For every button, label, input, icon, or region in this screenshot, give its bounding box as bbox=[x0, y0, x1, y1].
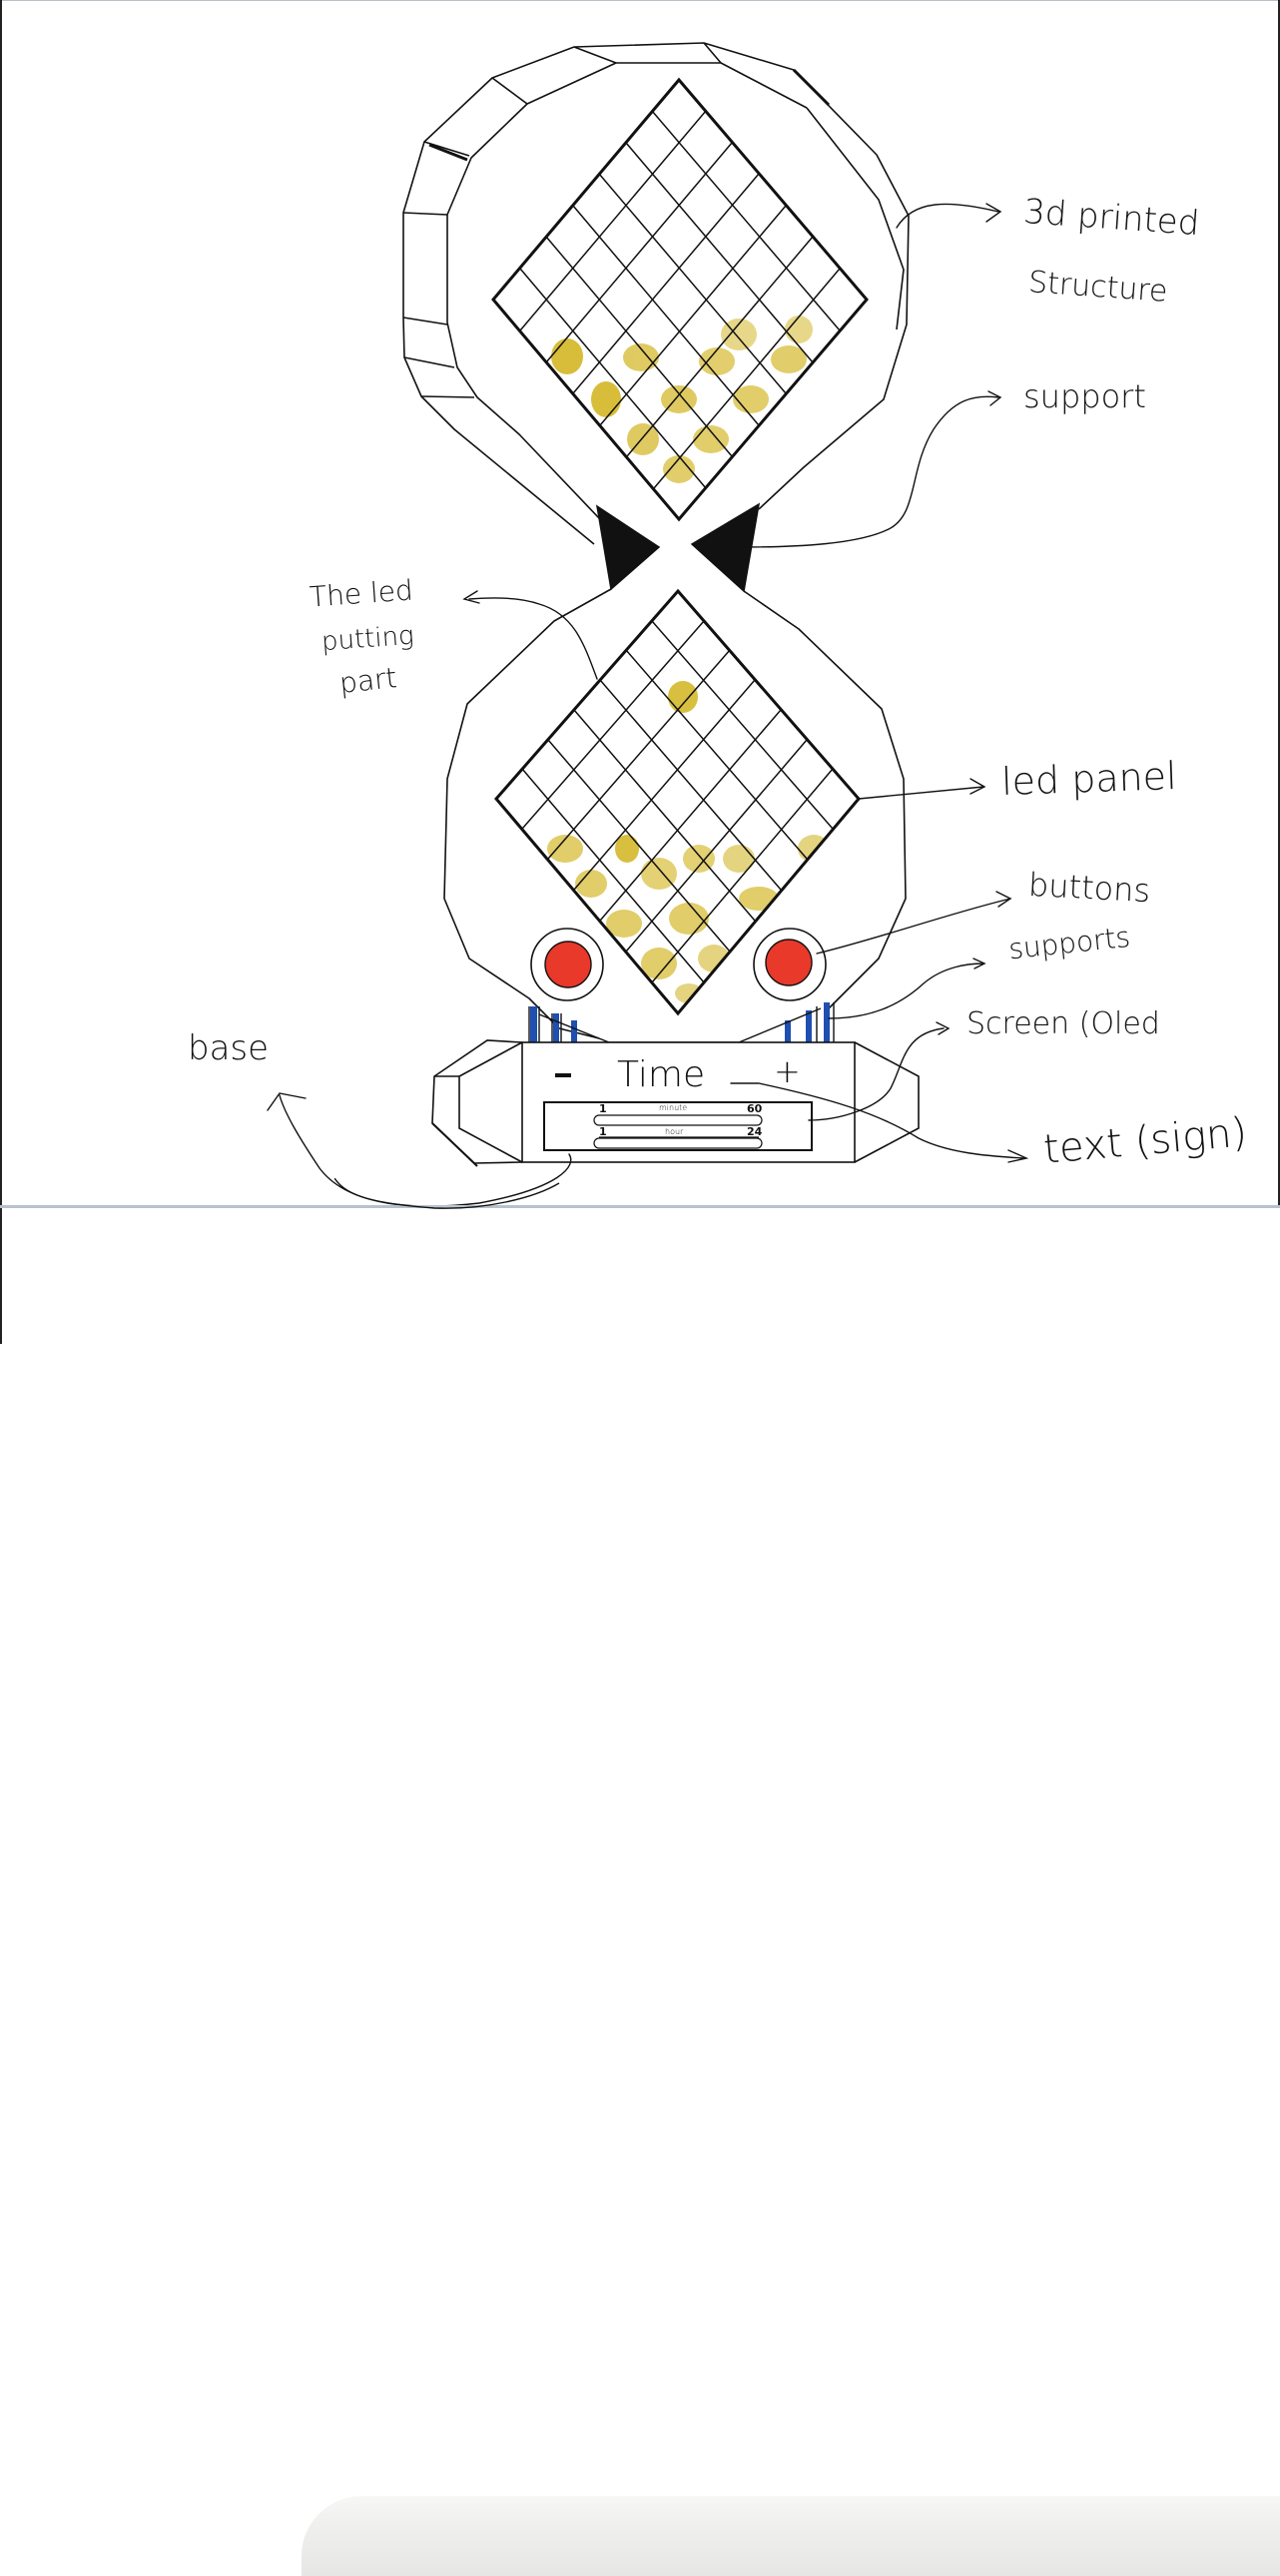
minute-slider-label: minute bbox=[659, 1103, 688, 1112]
top-led-panel bbox=[491, 77, 869, 522]
top-led-lit-cells bbox=[551, 316, 813, 483]
label-base: base bbox=[188, 1028, 270, 1068]
next-page-area bbox=[2, 1208, 1280, 2576]
next-page-shadow bbox=[302, 2496, 1280, 2576]
label-support: support bbox=[1023, 377, 1146, 415]
support-triangles bbox=[595, 502, 761, 593]
hour-slider-label: hour bbox=[665, 1127, 684, 1136]
plus-physical-button bbox=[753, 928, 827, 1001]
canvas-top-edge bbox=[0, 0, 1280, 1]
bottom-led-panel bbox=[494, 588, 861, 1016]
label-buttons: buttons bbox=[1027, 865, 1152, 911]
page-divider bbox=[0, 1205, 1280, 1208]
canvas-right-border bbox=[1278, 0, 1280, 1208]
base-time-title: Time bbox=[617, 1054, 706, 1095]
top-structure bbox=[402, 42, 910, 545]
label-part: part bbox=[337, 661, 398, 700]
minute-slider[interactable] bbox=[594, 1115, 762, 1125]
minute-slider-max: 60 bbox=[747, 1102, 763, 1115]
leader-lines bbox=[267, 203, 1029, 1207]
blue-supports bbox=[530, 1002, 830, 1042]
canvas-left-border bbox=[0, 0, 2, 1344]
minus-physical-button bbox=[530, 928, 604, 1001]
base-arrow-tail bbox=[334, 1178, 560, 1209]
base-body bbox=[431, 1039, 920, 1167]
bottom-structure bbox=[443, 588, 907, 1039]
hour-slider-max: 24 bbox=[747, 1125, 763, 1138]
hour-slider[interactable] bbox=[594, 1138, 762, 1148]
plus-sign: + bbox=[774, 1052, 801, 1090]
label-screen-oled: Screen (Oled bbox=[966, 1006, 1160, 1041]
minute-slider-min: 1 bbox=[599, 1102, 607, 1115]
hourglass-sketch bbox=[267, 42, 1029, 1207]
label-led-panel: led panel bbox=[1000, 753, 1178, 805]
hour-slider-min: 1 bbox=[599, 1125, 607, 1138]
